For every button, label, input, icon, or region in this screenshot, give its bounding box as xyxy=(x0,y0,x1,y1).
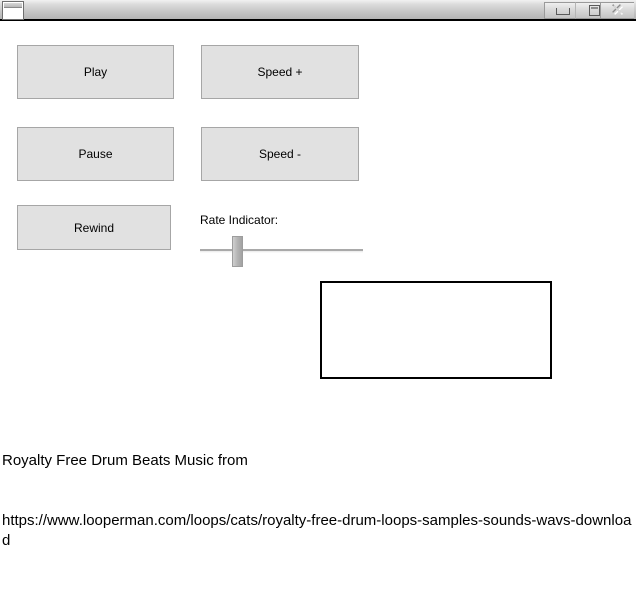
pause-button[interactable]: Pause xyxy=(17,127,174,181)
window-title-bar[interactable]: ✕ xyxy=(0,0,636,21)
media-display-panel xyxy=(320,281,552,379)
speed-up-button[interactable]: Speed + xyxy=(201,45,359,99)
rewind-button[interactable]: Rewind xyxy=(17,205,171,250)
credit-line-url: https://www.looperman.com/loops/cats/roy… xyxy=(2,512,632,549)
rate-indicator-slider[interactable] xyxy=(200,235,363,271)
credit-line-title: Royalty Free Drum Beats Music from xyxy=(2,452,248,469)
slider-track[interactable] xyxy=(200,249,363,253)
close-button[interactable]: ✕ xyxy=(600,2,634,19)
play-button[interactable]: Play xyxy=(17,45,174,99)
main-content: Play Speed + Pause Speed - Rewind Rate I… xyxy=(0,23,636,549)
slider-thumb[interactable] xyxy=(232,236,243,267)
minimize-icon xyxy=(556,8,570,15)
maximize-icon xyxy=(588,5,600,16)
close-icon: ✕ xyxy=(611,2,624,19)
window-icon xyxy=(2,1,24,20)
rate-indicator-label: Rate Indicator: xyxy=(200,213,279,227)
credit-text: Royalty Free Drum Beats Music from https… xyxy=(2,411,636,591)
application-window: ✕ Play Speed + Pause Speed - Rewind Rate… xyxy=(0,0,636,549)
speed-down-button[interactable]: Speed - xyxy=(201,127,359,181)
